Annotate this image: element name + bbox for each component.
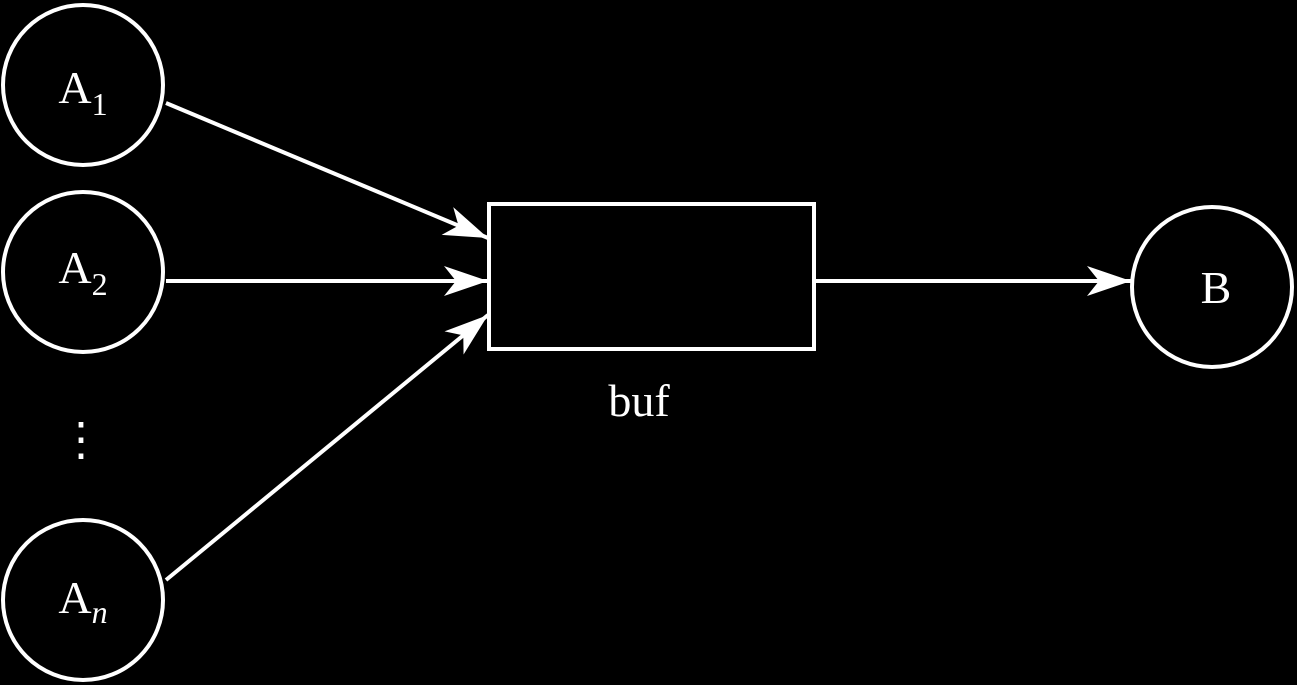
node-b-label: B bbox=[1201, 262, 1232, 313]
svg-text:An: An bbox=[58, 572, 107, 630]
node-an-subscript: n bbox=[92, 594, 108, 630]
svg-text:A2: A2 bbox=[58, 242, 107, 302]
node-an: An bbox=[1, 518, 165, 682]
edge-an-to-buf bbox=[164, 313, 490, 582]
buffer-label: buf bbox=[608, 375, 670, 426]
node-an-letter: A bbox=[58, 572, 91, 623]
node-a2-subscript: 2 bbox=[92, 266, 108, 302]
buffer-box bbox=[487, 202, 816, 351]
node-a1: A1 bbox=[1, 3, 165, 167]
node-a1-subscript: 1 bbox=[92, 86, 108, 122]
node-a2: A2 bbox=[1, 190, 165, 354]
node-b: B bbox=[1130, 205, 1294, 369]
node-a1-letter: A bbox=[58, 62, 91, 113]
node-ellipsis: ⋮ bbox=[58, 414, 104, 465]
edge-a1-to-buf bbox=[165, 101, 489, 240]
node-a2-letter: A bbox=[58, 242, 91, 293]
svg-text:A1: A1 bbox=[58, 62, 107, 122]
